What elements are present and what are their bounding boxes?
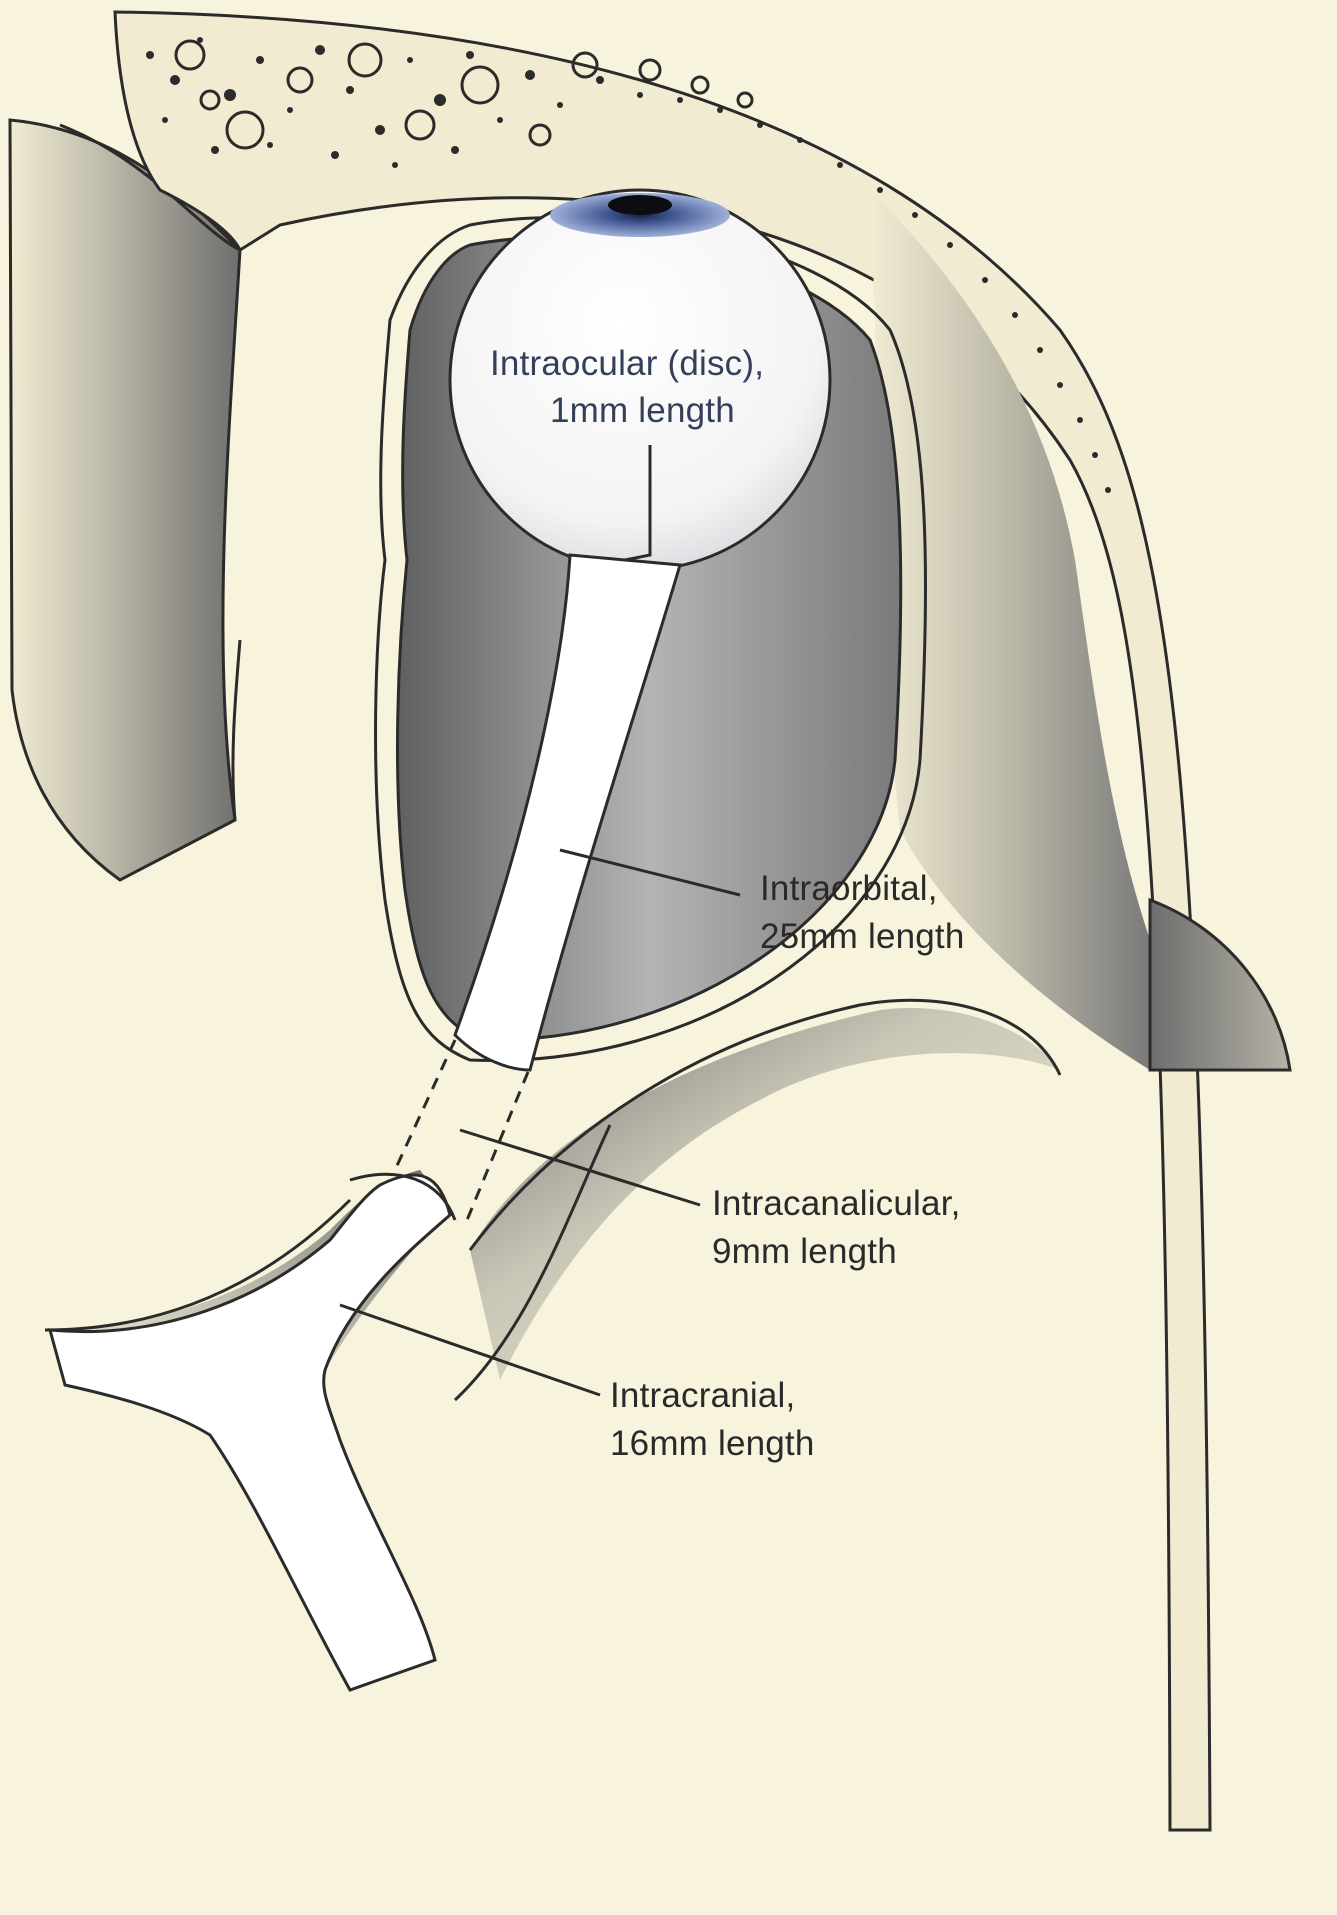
label-intracanalicular-line2: 9mm length	[712, 1232, 897, 1271]
label-intracanalicular-line1: Intracanalicular,	[712, 1184, 961, 1223]
label-intracranial-line2: 16mm length	[610, 1424, 815, 1463]
label-intracranial-line1: Intracranial,	[610, 1376, 795, 1415]
label-intraorbital-line1: Intraorbital,	[760, 869, 938, 908]
label-intraocular-line2: 1mm length	[550, 391, 735, 430]
label-intraocular-line1: Intraocular (disc),	[490, 344, 764, 383]
pupil	[608, 195, 672, 215]
left-bone-wall	[10, 120, 240, 880]
label-intraorbital-line2: 25mm length	[760, 917, 965, 956]
